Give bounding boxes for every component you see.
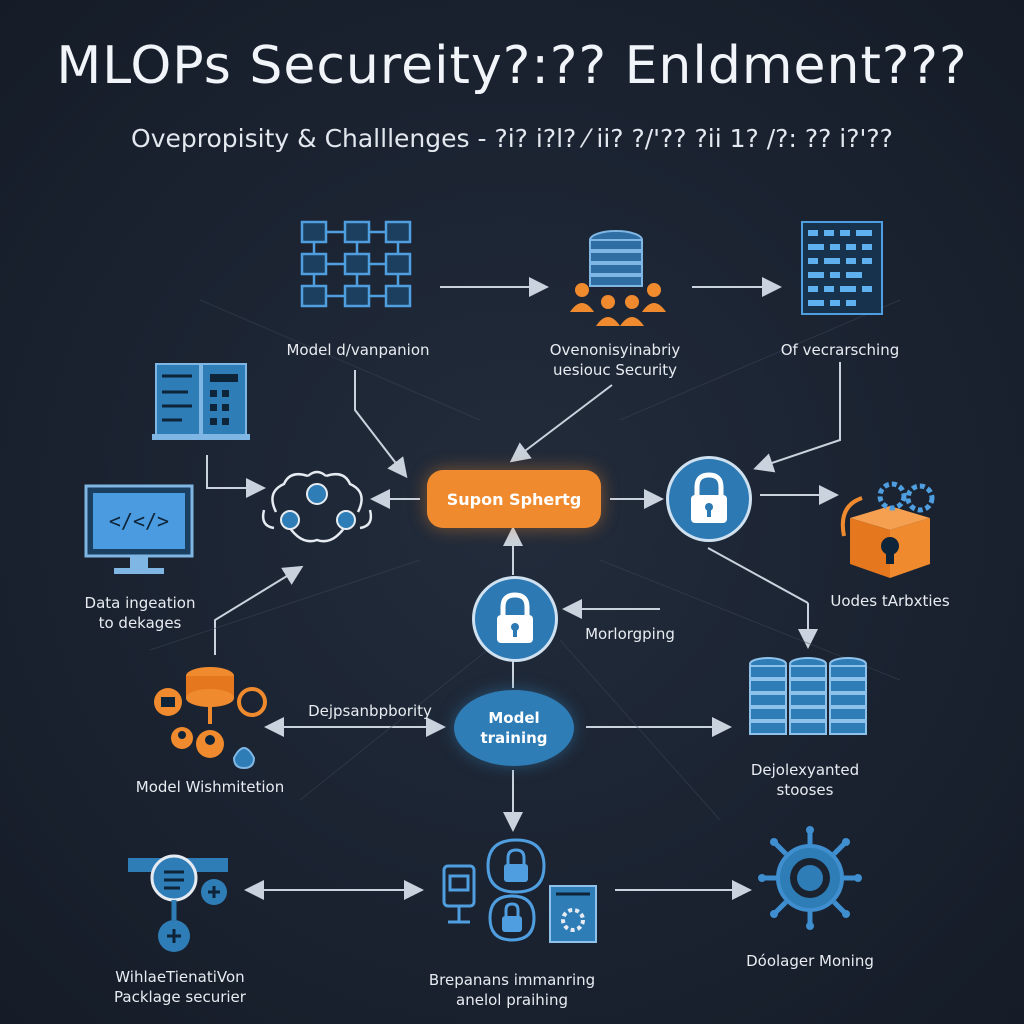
label-ovenon-security: Ovenonisyinabriy uesiouc Security (549, 341, 681, 379)
database-team-icon (570, 230, 666, 326)
arrow-expansion-to-brain (354, 370, 408, 479)
label-deployed-stores: Dejolexyanted stooses (750, 761, 860, 799)
monitoring-lock-node[interactable] (472, 576, 558, 662)
svg-text:</</>: </</> (109, 509, 169, 533)
label-bregpanshe-training: Brepanans immanring anelol praihing (428, 971, 596, 1009)
label-model-expansion: Model d/vanpanion (286, 341, 430, 359)
label-undes-arbxties: Uodes tArbxties (830, 592, 950, 610)
hub-pill[interactable]: Supon Sphertg (427, 470, 601, 528)
arrow-book-to-brain (206, 455, 266, 498)
arrow-security-to-pill (509, 384, 613, 463)
arrow-wash-to-brain (214, 565, 304, 655)
gears-box-icon (840, 481, 935, 578)
data-pipeline-people-icon (154, 667, 267, 770)
brain-network-icon (261, 470, 373, 543)
arrow-server-to-lock (753, 362, 841, 473)
model-training-node[interactable]: Model training (454, 690, 574, 766)
label-dodager-moning: Dóolager Moning (746, 952, 874, 970)
page-title: MLOPs Secure‌ity?:?? Enldment??? (56, 36, 968, 96)
padlock-icon (691, 472, 727, 523)
server-rack-icon (801, 221, 883, 315)
page-subtitle: Ovepropisity & Challlenges - ?i? i?l? ⁄ … (131, 124, 893, 153)
label-data-ingestion: Data ingeation to dekages (84, 594, 196, 632)
notebook-icon (152, 363, 250, 440)
label-monitoring: Morlorgping (585, 625, 675, 643)
lock-cluster-icon (442, 838, 597, 943)
workflow-grid-icon (300, 220, 412, 308)
label-package-security: WihlaeTienatiVon Packlage securier (114, 968, 246, 1006)
label-dependability: Dejpsanbpbority (308, 702, 432, 720)
arrow-lock-to-stores (707, 547, 809, 604)
padlock-icon (497, 592, 533, 643)
code-monitor-icon: </</> (84, 484, 194, 574)
security-lock-node[interactable] (666, 456, 752, 542)
storage-stacks-icon (749, 657, 867, 735)
monitoring-gear-icon (758, 826, 862, 930)
package-hub-icon (128, 854, 228, 952)
label-model-washmentation: Model Wishmitetion (135, 778, 285, 796)
label-of-vecrarsching: Of vecrarsching (780, 341, 900, 359)
